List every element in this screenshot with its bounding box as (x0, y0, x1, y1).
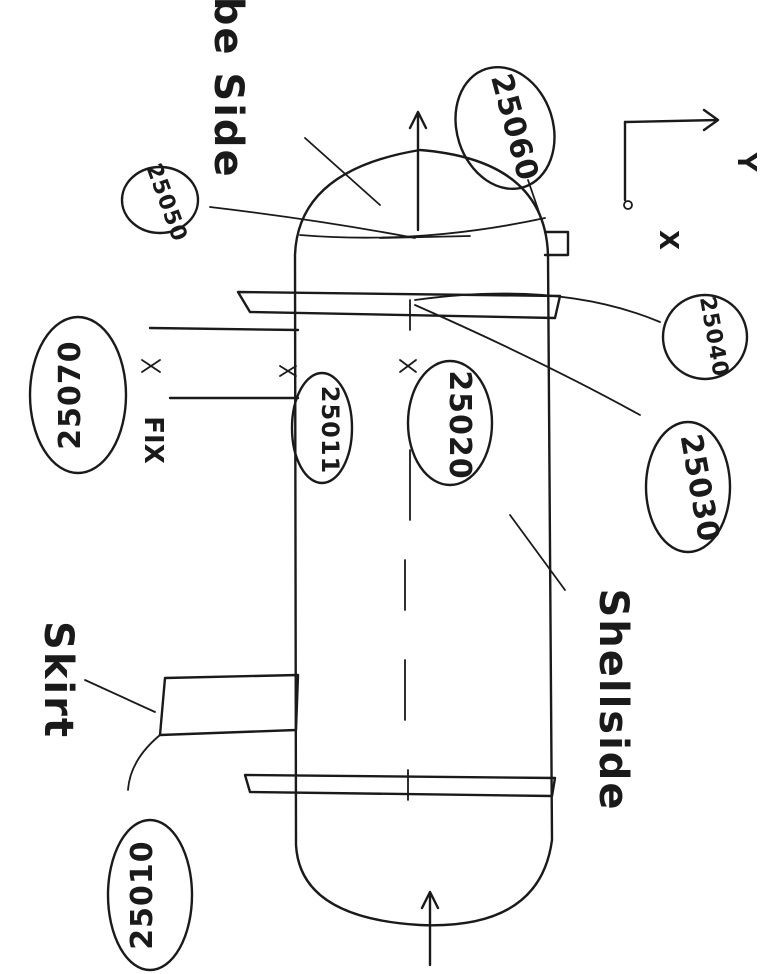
tag-bubble-25070 (28, 315, 128, 475)
tag-bubble-25011 (290, 371, 354, 485)
tag-text-25070: 25070 (53, 340, 88, 449)
x-axis-label: X (653, 230, 683, 250)
leader-tube-side (304, 137, 381, 206)
tag-bubble-25020 (406, 359, 494, 487)
tube-sheet (379, 235, 471, 239)
inlet-arrow (420, 890, 440, 967)
bottom-ring (243, 773, 557, 798)
side-nozzle (543, 230, 570, 257)
head-seam (299, 217, 546, 239)
tag-bubbles (28, 65, 749, 972)
fix-nozzle (148, 326, 300, 400)
skirt (158, 673, 300, 737)
leader-25050 (209, 206, 416, 239)
tag-bubble-25010 (106, 818, 194, 972)
tag-bubble-25050 (120, 165, 200, 235)
fix-mark-2 (279, 365, 297, 377)
axes (623, 108, 720, 210)
tag-bubble-25040 (661, 293, 749, 381)
tag-text-25020: 25020 (442, 370, 477, 479)
skirt-leader (127, 734, 161, 791)
fix-label: FIX (138, 416, 168, 463)
labels: Tube Side Shellside Skirt FIX X Y (35, 0, 761, 812)
leader-25040 (414, 292, 661, 323)
leader-25030 (414, 304, 641, 416)
vessel-shell (293, 148, 554, 927)
tag-text-25040: 25040 (694, 295, 733, 380)
tag-bubble-25030 (644, 420, 732, 554)
center-mark (399, 359, 417, 373)
x-axis-line (623, 108, 720, 132)
leader-skirt (84, 679, 156, 713)
tag-text-25010: 25010 (125, 840, 160, 949)
tube-side-label: Tube Side (205, 0, 251, 179)
tube-center-line (404, 299, 411, 801)
skirt-label: Skirt (35, 621, 81, 739)
y-axis-label: Y (731, 152, 761, 173)
tag-bubble-25060 (454, 65, 556, 191)
axis-origin (623, 200, 633, 210)
outlet-arrow (408, 110, 428, 232)
vessel (127, 110, 570, 967)
top-ring (236, 290, 562, 320)
fix-mark (141, 359, 161, 373)
tag-text-25011: 25011 (316, 386, 344, 475)
shell-side-label: Shellside (590, 588, 636, 811)
leader-shellside (509, 514, 566, 591)
leader-lines (84, 137, 661, 713)
tag-text-25030: 25030 (673, 431, 726, 545)
